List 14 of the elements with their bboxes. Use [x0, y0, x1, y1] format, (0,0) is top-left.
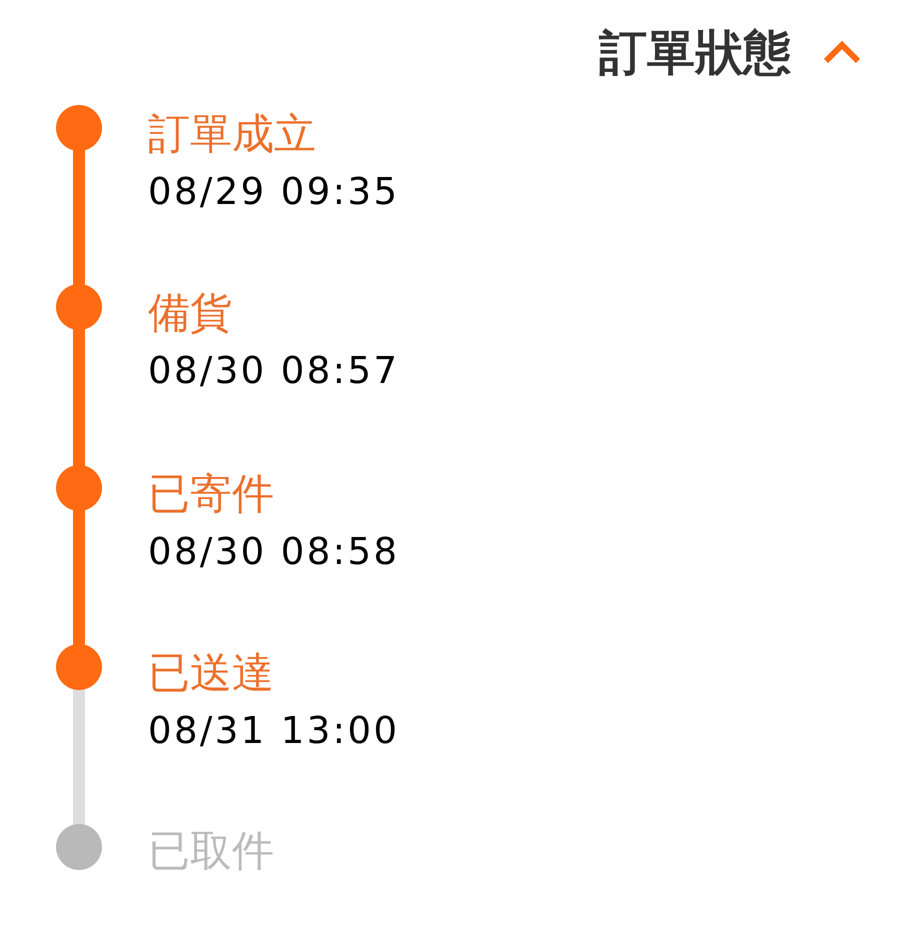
heading: 訂單狀態: [599, 25, 791, 81]
timestamp: 08/29 09:35: [148, 170, 400, 214]
timeline-line: [73, 329, 85, 466]
status-label: 訂單成立: [148, 110, 316, 158]
timeline-line: [73, 510, 85, 645]
timestamp: 08/31 13:00: [148, 709, 400, 753]
timeline-line: [73, 689, 85, 825]
timeline-line: [73, 150, 85, 285]
status-label: 已送達: [148, 649, 274, 697]
timestamp: 08/30 08:57: [148, 349, 400, 393]
status-label: 備貨: [148, 289, 232, 337]
timestamp: 08/30 08:58: [148, 530, 400, 574]
status-label: 已寄件: [148, 470, 274, 518]
status-label: 已取件: [148, 827, 274, 875]
